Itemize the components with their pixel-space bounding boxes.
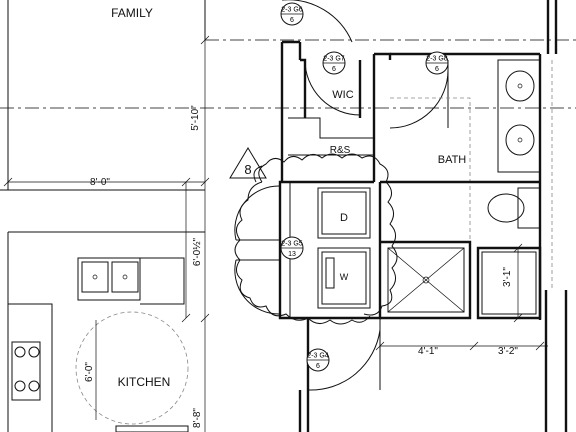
rs-shelf [288,117,374,139]
wic-left-wall [280,40,302,182]
dim-laundry-width: 8'-0" [90,177,110,188]
burner-4 [28,380,40,392]
door-tag-number: 13 [288,251,296,258]
door-tag: 2-3 G7 6 [322,51,346,75]
room-label-family: FAMILY [111,6,153,20]
drain-upper [517,83,523,89]
kitchen-counter-extension [140,257,185,305]
dim-shower-depth: 3'-1" [502,267,513,287]
dim-laundry-depth: 6'-0½" [192,237,203,266]
kitchen-island [77,257,141,301]
dimension-lines [3,35,548,432]
sink-upper [505,70,535,102]
door-tag-ref: 2-3 G7 [323,56,345,63]
burner-3 [14,380,26,392]
revision-cloud-left [234,181,371,325]
door-tag-number: 6 [332,66,336,73]
exterior-wall-right-bottom [544,290,568,432]
linen-closet [476,246,542,320]
washer-inner [321,251,367,305]
door-tag: 2-3 G6 6 [280,2,304,26]
dim-closet-width: 3'-2" [498,346,518,357]
door-tag: 2-3 G8 6 [425,51,449,75]
room-label-wic: WIC [332,89,353,101]
bath-walls [390,52,542,320]
door-tag-number: 6 [435,66,439,73]
dryer-box [317,187,371,239]
door-tag-ref: 2-3 G4 [307,353,329,360]
door-tag-number: 6 [316,363,320,370]
door-tag-ref: 2-3 G5 [281,241,303,248]
door-tag-ref: 2-3 G6 [281,7,303,14]
vanity-counter [497,59,541,173]
kitchen-cabinet-bottom [115,425,189,432]
door-tag: 2-3 G5 13 [280,236,304,260]
room-label-bath: BATH [438,154,467,166]
laundry-door-upper-swing [234,185,281,241]
door-tag-number: 6 [290,17,294,24]
burner-1 [14,346,26,358]
toilet-tank [517,187,541,229]
laundry-walls [278,180,382,320]
exterior-wall-right-top [546,0,558,54]
sink-bowl-right [111,261,139,293]
laundry-door-lower-swing [234,259,281,315]
shower-walls [380,240,472,320]
door-tag-ref: 2-3 G8 [426,56,448,63]
toilet-bowl [487,193,525,223]
dim-kitchen-table: 6'-0" [84,362,95,382]
revision-cloud-right [258,153,398,316]
sink-lower [505,124,535,156]
room-label-rs: R&S [330,145,351,156]
dim-family-to-hall: 5'-10" [190,105,201,131]
door-tags: 2-3 G6 6 2-3 G7 6 2-3 G8 6 2-3 G5 13 2-3 G4 6 [280,2,449,372]
kitchen-perimeter-counter [8,303,53,432]
revision-cloud-top [253,165,263,183]
revision-triangle-icon [229,147,267,179]
sink-bowl-left [81,261,109,293]
drain-lower [517,137,523,143]
dim-kitchen-depth: 8'-8" [192,408,203,428]
washer-control [325,257,335,289]
wic-right-wall [372,52,392,182]
door-tag: 2-3 G4 6 [306,348,330,372]
sink-drain-left [92,274,98,280]
burner-2 [28,346,40,358]
washer-box [317,247,371,309]
sink-drain-right [122,274,128,280]
cooktop [11,341,41,401]
bath-dashed-line [390,97,471,240]
shower-pan [387,247,465,313]
bath-door-swing [389,69,449,129]
hall-lower-walls [298,318,310,432]
appliance-label-dryer: D [340,212,348,224]
kitchen-walls [7,231,205,432]
family-door-swing [282,0,353,43]
dim-shower-width: 4'-1" [418,346,438,357]
shower-drain [422,276,430,284]
revision-number: 8 [244,162,251,177]
shower-slope-b [387,247,465,313]
hall-door-swing [307,329,381,391]
appliance-label-washer: W [340,272,349,282]
dryer-inner [321,191,367,235]
dining-table-dashed [75,311,189,425]
wic-door-swing [304,59,361,116]
room-label-kitchen: KITCHEN [118,375,171,389]
